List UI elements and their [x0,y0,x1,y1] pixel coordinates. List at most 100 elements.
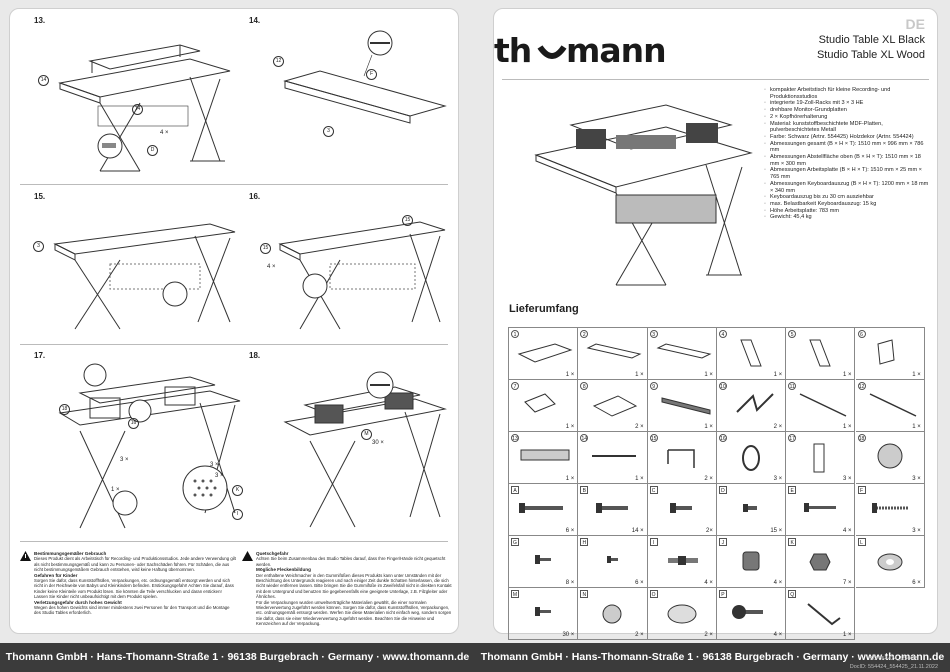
part-quantity: 2 × [635,632,644,638]
part-quantity: 2 × [704,476,713,482]
callout-marker: 15 [402,215,413,226]
step-number: 14. [249,16,261,25]
thomann-logo: th mann [494,31,667,70]
part-label: I [649,538,658,546]
footer-address: Thomann GmbH · Hans-Thomann-Straße 1 · 9… [5,651,470,663]
note-text: Sorgen Sie dafür, dass Kunststoffhüllen,… [34,578,234,600]
part-label: H [580,538,589,546]
callout-marker: 15 [260,243,271,254]
part-quantity: 1 × [912,424,921,430]
step-15-illustration [53,223,236,330]
svg-text:th: th [494,31,531,70]
zleg-icon [736,393,774,413]
part-quantity: 2 × [704,632,713,638]
part-quantity: 1 × [635,372,644,378]
bracket-icon [813,443,825,473]
part-quantity: 4 × [842,528,852,534]
feature-list: kompakter Arbeitstisch für kleine Record… [764,87,929,221]
rod-icon [869,393,916,417]
scope-of-delivery-title: Lieferumfang [509,303,579,315]
part-cell: Q 1 × [786,588,856,640]
part-label: K [788,538,797,546]
woodscrew-icon [871,503,908,513]
step-number: 15. [34,192,46,201]
part-quantity: 6 × [635,580,644,586]
part-label: 1 [511,330,519,338]
feature-item: drehbare Monitor-Grundplatten [764,107,929,114]
feature-item: kompakter Arbeitstisch für kleine Record… [764,87,929,100]
feature-item: Abmessungen gesamt (B × H × T): 1510 mm … [764,141,929,154]
product-illustration [534,104,753,286]
part-cell: I 4 × [647,536,717,588]
feature-item: Farbe: Schwarz (Artnr. 554425) Holzdekor… [764,134,929,141]
feature-item: integrierte 19-Zoll-Racks mit 3 × 3 HE [764,100,929,107]
part-label: P [718,590,727,598]
part-label: 5 [788,330,797,338]
part-quantity: 15 × [770,528,783,534]
plate-icon [593,395,638,417]
part-label: 16 [718,434,727,442]
doc-id-line: SG 554424_554425 [869,656,919,662]
part-quantity: 1 × [704,372,713,378]
feature-item: 2 × Kopfhörerhalterung [764,114,929,121]
part-cell: K 7 × [786,536,856,588]
screw-icon [804,503,837,512]
assembly-steps-page: 13. 14. 15. 16. 17. 18. 14 14 4 × D 12 [9,8,459,634]
smallscrew-icon [535,607,551,616]
document-id: SG 554424_554425 DocID: 554424_554425_21… [850,655,938,671]
divider [20,184,448,185]
part-label: 10 [718,382,727,390]
part-quantity: 6 × [565,528,575,534]
bar-icon [740,339,762,367]
smallbolt-icon [742,504,757,512]
part-label: 4 [718,330,727,338]
part-cell: 15 2 × [647,432,717,484]
feature-item: Abmessungen Arbeitsplatte (B × H × T): 1… [764,167,929,180]
part-label: 17 [788,434,797,442]
feature-item: Gewicht: 45,4 kg [764,214,929,221]
bar-icon [809,339,831,367]
part-label: F [857,486,866,494]
grommet-icon [877,443,902,469]
warning-icon [20,551,31,561]
part-label: Q [788,590,797,598]
callout-marker: F [366,69,377,80]
mesh-icon [520,449,570,461]
part-quantity: 4 × [704,580,713,586]
callout-marker: 3 [323,126,334,137]
dowel-icon [667,556,698,565]
callout-marker: 14 [132,104,143,115]
part-label: 13 [511,434,519,442]
board-icon [586,343,642,359]
part-quantity: 7 × [842,580,852,586]
part-quantity: 1 × [842,632,852,638]
product-sheet-page: DE th mann Studio Table XL Black Studio … [493,8,938,640]
part-label: N [580,590,589,598]
step-14-illustration [283,30,447,124]
language-badge: DE [905,16,925,32]
part-label: 6 [857,330,866,338]
part-quantity: 6 × [912,580,921,586]
callout-marker: D [147,145,158,156]
feature-item: Höhe Arbeitsplatte: 783 mm [764,208,929,215]
part-label: 15 [649,434,658,442]
part-quantity: 2× [706,528,713,534]
divider [20,344,448,345]
washer-icon [877,553,902,571]
part-label: G [511,538,519,546]
step-16-illustration [278,221,446,330]
part-quantity: 4 × [773,632,783,638]
part-cell: P 4 × [716,588,787,640]
panel-icon [517,343,573,363]
part-quantity: 1 × [565,372,575,378]
part-quantity: 1 × [635,476,644,482]
step-17-illustration [58,363,241,529]
